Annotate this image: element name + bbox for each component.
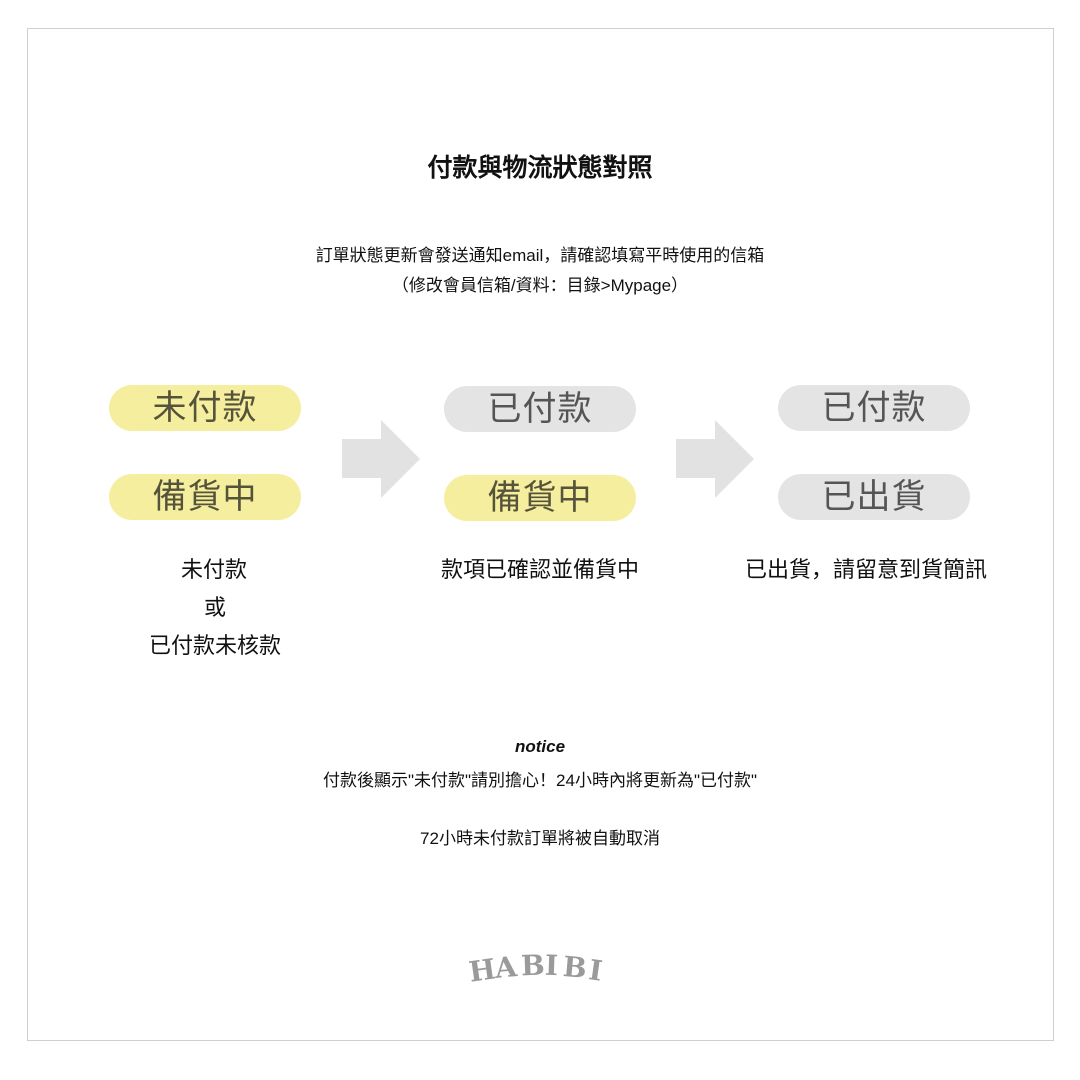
- status-description: 未付款 或 已付款未核款: [55, 551, 375, 665]
- notice-line-1: 付款後顯示"未付款"請別擔心！24小時內將更新為"已付款": [322, 771, 758, 790]
- status-description: 已出貨，請留意到貨簡訊: [744, 557, 987, 582]
- notice-heading: notice: [514, 737, 566, 756]
- intro-line-2: （修改會員信箱/資料：目錄>Mypage）: [391, 276, 689, 295]
- description-line: 已付款未核款: [148, 633, 281, 658]
- status-description: 款項已確認並備貨中: [440, 557, 639, 582]
- content-frame: [27, 28, 1054, 1041]
- status-badge-paid: 已付款: [778, 385, 970, 431]
- page-title: 付款與物流狀態對照: [427, 154, 653, 182]
- arrow-right-icon: [676, 420, 754, 498]
- notice-line-2: 72小時未付款訂單將被自動取消: [420, 829, 660, 848]
- description-line: 未付款: [180, 557, 247, 582]
- status-badge-unpaid: 未付款: [109, 385, 301, 431]
- intro-text: 訂單狀態更新會發送通知email，請確認填寫平時使用的信箱 （修改會員信箱/資料…: [0, 241, 1080, 301]
- status-badge-preparing: 備貨中: [444, 475, 636, 521]
- arrow-right-icon: [342, 420, 420, 498]
- intro-line-1: 訂單狀態更新會發送通知email，請確認填寫平時使用的信箱: [315, 246, 765, 265]
- status-badge-shipped: 已出貨: [778, 474, 970, 520]
- status-badge-preparing: 備貨中: [109, 474, 301, 520]
- description-line: 或: [203, 595, 226, 620]
- status-badge-paid: 已付款: [444, 386, 636, 432]
